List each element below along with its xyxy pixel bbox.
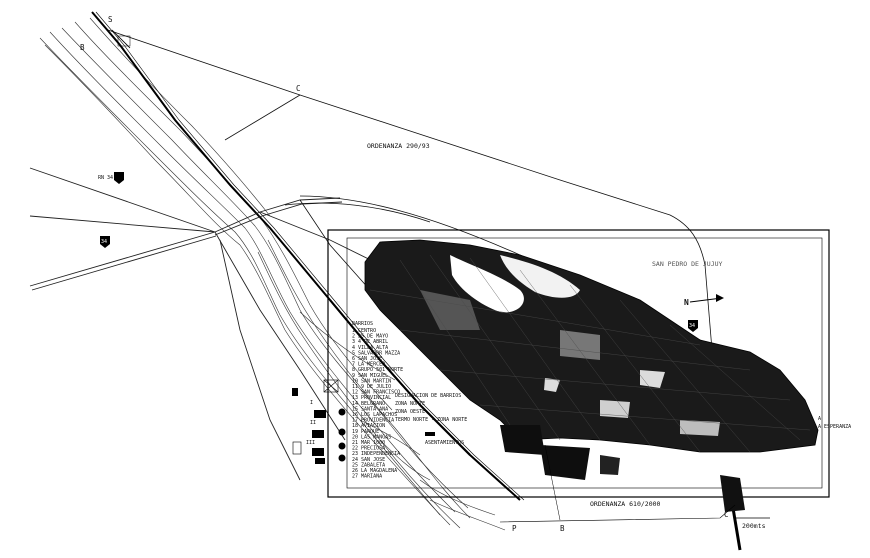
svg-text:III: III <box>306 440 315 446</box>
legend-item: 24 SAN JOSE <box>352 457 385 463</box>
point-marker: B <box>80 43 85 52</box>
city-label: SAN PEDRO DE JUJUY <box>652 260 723 268</box>
legend-item: 16 LOS LAPACHOS <box>352 412 397 418</box>
legend-item: 3 4 DE ABRIL <box>352 339 388 345</box>
east-destination-label: A A ESPERANZA <box>818 416 851 430</box>
legend-item: 21 MAR 1000 <box>352 440 385 446</box>
svg-text:I: I <box>310 400 313 406</box>
ordinance-north-label: ORDENANZA 290/93 <box>367 142 430 150</box>
svg-text:DESIGNACION DE BARRIOS: DESIGNACION DE BARRIOS <box>395 393 461 399</box>
plan-frame-outer <box>327 229 830 498</box>
svg-text:ASENTAMIENTOS: ASENTAMIENTOS <box>425 440 464 446</box>
legend-item: 20 LAS MANGAS <box>352 434 391 440</box>
legend-item: 23 INDEPENDENCIA <box>352 451 400 457</box>
svg-text:200mts: 200mts <box>742 522 766 530</box>
legend-item: 12 SAN FRANCISCO <box>352 390 400 396</box>
scale-bar: 200mts <box>735 517 770 530</box>
rail-through-town <box>329 299 471 456</box>
svg-text:RN 34: RN 34 <box>98 175 113 181</box>
point-marker: B <box>560 524 565 533</box>
route-shield-icon: 34 <box>688 320 698 332</box>
svg-text:34: 34 <box>689 323 695 329</box>
legend-item: 26 LA MAGDALENA <box>352 468 397 474</box>
legend-item: 25 ZABALETA <box>352 462 385 468</box>
point-marker: S <box>108 15 113 24</box>
urban-area <box>364 239 819 512</box>
legend-item: 10 SAN MARTIN <box>352 378 391 384</box>
ordinance-south-tick <box>544 444 561 521</box>
ordinance-south-line <box>499 504 736 523</box>
north-node-label <box>111 29 131 49</box>
legend-item: 15 SANTA ANA <box>352 406 388 412</box>
legend-zones: DESIGNACION DE BARRIOS ZONA NORTE ZONA O… <box>395 393 467 446</box>
plan-frame-inner <box>346 237 823 489</box>
svg-text:TERMO NORTE - ZONA NORTE: TERMO NORTE - ZONA NORTE <box>395 417 467 423</box>
legend-item: 5 SALVADOR MAZZA <box>352 350 400 356</box>
legend-item: 27 MARIANA <box>352 474 382 480</box>
legend-item: 4 VILLA ALTA <box>352 345 388 351</box>
route-shield-icon: 34 <box>100 236 110 248</box>
legend-item: 17 PROVIDENCIA <box>352 418 394 424</box>
legend-item: 1 CENTRO <box>352 328 376 334</box>
route-shield-icon: RN 34 <box>98 172 124 184</box>
svg-text:II: II <box>310 420 316 426</box>
legend-item: 19 PARQUE <box>352 429 379 435</box>
point-marker: C <box>296 84 301 93</box>
legend-item: 11 9 DE JULIO <box>352 384 391 390</box>
legend-item: 7 LA MERCED <box>352 362 385 368</box>
svg-text:ZONA OESTE: ZONA OESTE <box>395 409 425 415</box>
legend-item: 8 GRUPO 501 NORTE <box>352 367 403 373</box>
legend-item: 9 SAN MIGUEL <box>352 373 388 379</box>
svg-text:ZONA NORTE: ZONA NORTE <box>395 401 425 407</box>
legend-item: 18 AVIACION <box>352 423 385 429</box>
point-marker: P <box>512 524 517 533</box>
svg-text:A: A <box>818 416 821 422</box>
legend-item: 14 BELGRANO <box>352 401 385 407</box>
legend-item: 13 PROVINCIAL <box>352 395 391 401</box>
north-arrow: N <box>684 294 724 307</box>
ordinance-south-label: ORDENANZA 610/2000 <box>590 500 661 508</box>
river-bed <box>39 17 506 531</box>
legend-symbols: I II III <box>292 379 346 464</box>
svg-text:A ESPERANZA: A ESPERANZA <box>818 424 851 430</box>
point-marker: C <box>724 510 729 519</box>
legend-item: 22 PRECIOSA <box>352 446 385 452</box>
svg-text:BARRIOS: BARRIOS <box>352 321 373 327</box>
legend-item: 2 25 DE MAYO <box>352 334 388 340</box>
svg-text:34: 34 <box>101 239 107 245</box>
svg-text:N: N <box>684 298 689 307</box>
legend-item: 6 SAN JOSE <box>352 356 382 362</box>
